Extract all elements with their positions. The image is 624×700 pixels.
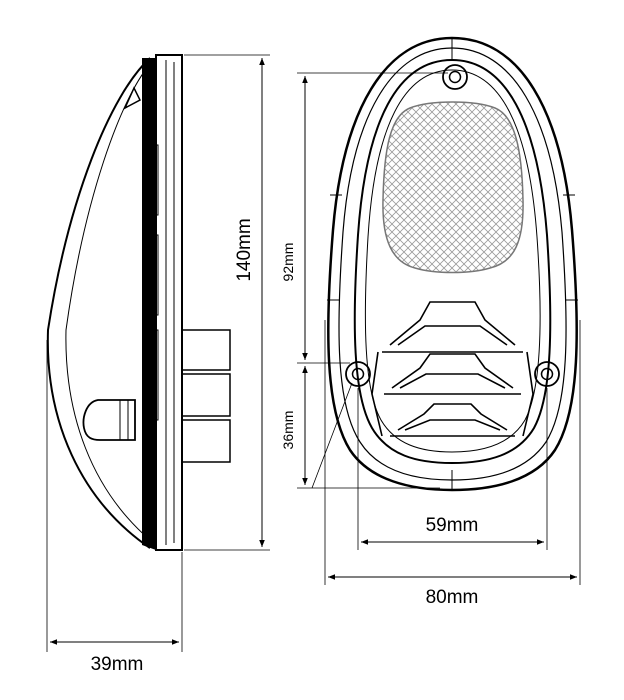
- height-dimension: 140mm: [184, 54, 270, 551]
- side-dark-band: [142, 58, 156, 550]
- side-boss-3: [181, 419, 231, 463]
- width-label: 80mm: [426, 587, 479, 608]
- depth-dimension: 39mm: [46, 340, 183, 675]
- depth-label: 39mm: [91, 654, 144, 675]
- side-body-outer: [155, 54, 183, 551]
- lower-hole-label: 36mm: [280, 411, 296, 450]
- side-top-notch: [123, 86, 141, 110]
- side-dome-outline: [46, 57, 151, 549]
- chevron-steps: [371, 301, 534, 437]
- front-inner-frame-2: [364, 69, 541, 453]
- lower-hole-spacing-label: 59mm: [426, 515, 479, 536]
- reflector-lens: [382, 101, 524, 274]
- side-tab-2: [149, 234, 159, 316]
- side-tab-3: [149, 329, 159, 421]
- side-tab-1: [149, 144, 159, 216]
- top-mounting-hole: [442, 64, 468, 90]
- side-boss-2: [181, 373, 231, 417]
- lower-hole-dimension: 36mm: [280, 366, 440, 489]
- front-inner-frame: [353, 58, 552, 465]
- height-label: 140mm: [234, 218, 255, 281]
- side-view: [46, 54, 231, 551]
- upper-hole-dimension: 92mm: [280, 72, 448, 364]
- right-mounting-hole: [534, 361, 560, 387]
- lower-hole-spacing-dimension: 59mm: [357, 388, 548, 550]
- front-view: [327, 36, 578, 492]
- left-mounting-hole: [345, 361, 371, 387]
- side-clip: [82, 399, 136, 441]
- side-dome-inner: [65, 63, 151, 541]
- side-boss-1: [181, 329, 231, 371]
- width-dimension: 80mm: [324, 320, 581, 608]
- upper-hole-label: 92mm: [280, 243, 296, 282]
